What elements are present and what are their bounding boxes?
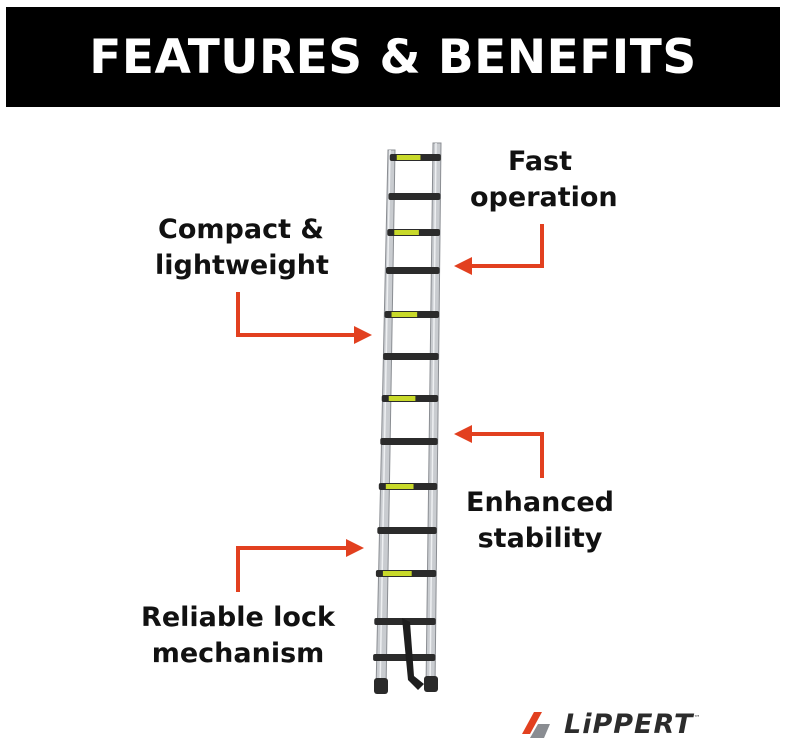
- ladder-rungs: [373, 154, 441, 661]
- ladder-rung: [383, 353, 439, 360]
- feature-reliable-line1: Reliable lock: [141, 602, 335, 633]
- feature-compact-line2: lightweight: [155, 250, 329, 281]
- ladder-rails: [375, 142, 442, 691]
- feature-enhanced-line1: Enhanced: [466, 487, 614, 518]
- feature-fast-line1: Fast: [507, 146, 573, 177]
- ladder-rung: [380, 438, 438, 445]
- header-banner: FEATURES & BENEFITS: [6, 7, 780, 107]
- arrow-enhanced-head: [454, 425, 472, 443]
- feature-enhanced-stability: Enhanced stability: [465, 485, 615, 557]
- feature-fast-line2: operation: [470, 182, 618, 213]
- lippert-logo-tm: ™: [693, 714, 701, 722]
- ladder-rung-accent: [382, 571, 412, 576]
- ladder-rung-accent: [396, 155, 421, 160]
- ladder-rung: [388, 193, 441, 200]
- arrow-compact: [236, 292, 356, 337]
- arrow-fast: [470, 224, 544, 268]
- arrow-reliable-head: [346, 539, 364, 557]
- feature-reliable-lock: Reliable lock mechanism: [138, 600, 338, 672]
- ladder-rung-accent: [385, 484, 414, 489]
- lippert-logo-text: LiPPERT: [564, 708, 694, 740]
- arrow-enhanced: [470, 432, 544, 478]
- arrow-fast-head: [454, 257, 472, 275]
- ladder-foot-left: [374, 678, 388, 694]
- ladder-rung-accent: [391, 312, 418, 317]
- feature-compact-line1: Compact &: [158, 214, 324, 245]
- ladder-rung: [373, 654, 436, 661]
- arrow-compact-head: [354, 326, 372, 344]
- lippert-logo-mark-icon: [522, 712, 550, 738]
- ladder-rung: [386, 267, 440, 274]
- ladder-rung-accent: [394, 230, 419, 235]
- ladder-rung-accent: [388, 396, 416, 401]
- feature-fast-operation: Fast operation: [470, 144, 618, 216]
- feature-enhanced-line2: stability: [477, 523, 603, 554]
- arrow-reliable: [236, 546, 348, 592]
- feature-reliable-line2: mechanism: [151, 638, 325, 669]
- feature-compact-lightweight: Compact & lightweight: [155, 212, 329, 284]
- lippert-logo: LiPPERT ™: [516, 702, 756, 746]
- ladder-strap: [402, 618, 424, 690]
- banner-title: FEATURES & BENEFITS: [89, 29, 697, 85]
- ladder-rung: [377, 527, 437, 534]
- ladder-foot-right: [424, 676, 438, 692]
